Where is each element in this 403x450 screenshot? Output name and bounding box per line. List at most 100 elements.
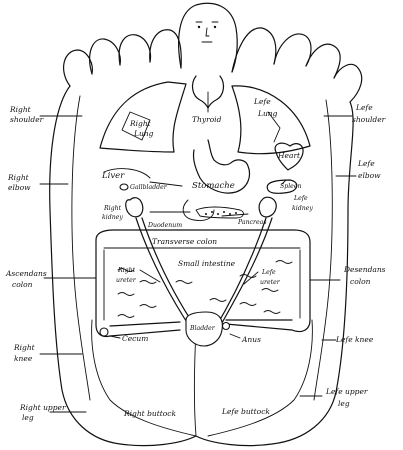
label-left-elbow-2: elbow xyxy=(358,171,381,180)
label-right-upper-leg-2: leg xyxy=(22,413,34,422)
toe-4-left-outline xyxy=(89,38,121,75)
label-left-upper-leg-1: Lefe upper xyxy=(325,387,368,396)
leader-stomach xyxy=(149,181,183,187)
toe-2-left-outline xyxy=(149,29,182,69)
label-right-kidney-1: Right xyxy=(103,205,122,212)
bladder-shape xyxy=(185,311,223,347)
left-kidney-shape xyxy=(258,196,277,218)
toe-3-right-outline xyxy=(273,33,312,67)
label-thyroid: Thyroid xyxy=(192,115,222,124)
lower-colon-left xyxy=(109,321,181,337)
toe-3-left-outline xyxy=(118,34,152,66)
label-cecum: Cecum xyxy=(122,334,148,343)
leader-right-ureter xyxy=(139,269,161,283)
right-ureter-line-a xyxy=(135,217,193,331)
left-lung-outline xyxy=(231,85,311,155)
label-left-lung-1: Lefe xyxy=(253,97,271,106)
label-left-ureter-2: ureter xyxy=(260,279,281,286)
stomach-shape xyxy=(192,139,251,194)
heel-line-right xyxy=(207,319,313,437)
toe-2-right-outline xyxy=(231,27,277,73)
cecum-shape xyxy=(99,327,109,337)
right-ureter-line-b xyxy=(141,217,197,329)
label-right-lung-1: Right xyxy=(129,119,152,128)
label-left-kidney-2: kidney xyxy=(292,205,313,212)
anus-shape xyxy=(221,321,231,331)
label-duodenum: Duodenum xyxy=(147,222,182,229)
label-right-ureter-1: Right xyxy=(117,267,136,274)
label-spleen: Spleen xyxy=(280,183,302,190)
nose xyxy=(205,27,210,37)
right-lung-mark xyxy=(121,111,151,141)
abdomen-region xyxy=(95,139,311,347)
left-eye xyxy=(197,25,201,29)
heel-center-line xyxy=(194,329,197,437)
heart-shape xyxy=(274,142,304,171)
label-right-elbow-2: elbow xyxy=(8,183,31,192)
label-small-intestine: Small intestine xyxy=(178,259,236,268)
label-descending-colon-1: Desendans xyxy=(343,265,386,274)
label-descending-colon-2: colon xyxy=(350,277,371,286)
inner-line-right xyxy=(313,99,333,401)
label-left-lung-2: Lung xyxy=(257,109,278,118)
gallbladder-shape xyxy=(119,183,129,191)
heel-line-left xyxy=(91,319,197,437)
leader-lines xyxy=(39,115,357,413)
label-stomach: Stomache xyxy=(192,181,235,191)
right-eye xyxy=(213,25,217,29)
label-right-shoulder-1: Right xyxy=(9,105,32,114)
lungs-region xyxy=(99,75,311,155)
leader-left-ureter xyxy=(243,271,259,285)
label-right-elbow-1: Right xyxy=(7,173,30,182)
pancreas-shape xyxy=(195,206,244,219)
label-ascending-colon-2: colon xyxy=(12,280,33,289)
label-right-lung-2: Lung xyxy=(133,129,154,138)
label-ascending-colon-1: Ascendans xyxy=(5,269,47,278)
toe-4-right-outline xyxy=(305,43,341,79)
toe-5-left-outline xyxy=(62,49,93,87)
foot-outline xyxy=(49,2,363,447)
labels: Right shoulder Lefe shoulder Right elbow… xyxy=(5,97,386,422)
left-lung-mark xyxy=(267,111,281,143)
label-right-buttock: Right buttock xyxy=(123,409,176,418)
label-left-knee: Lefe knee xyxy=(335,335,374,344)
toe-5-right-outline xyxy=(333,63,363,103)
leader-cecum xyxy=(109,335,121,339)
left-ureter-line-a xyxy=(213,217,267,331)
inner-line-left xyxy=(71,95,91,401)
right-kidney-shape xyxy=(125,197,144,218)
duodenum-shape xyxy=(182,199,215,221)
label-gallbladder: Gallbladder xyxy=(130,184,168,191)
ascending-colon-outer xyxy=(95,239,111,338)
label-right-shoulder-2: shoulder xyxy=(10,115,44,124)
label-left-elbow-1: Lefe xyxy=(357,159,375,168)
label-right-ureter-2: ureter xyxy=(116,277,137,284)
liver-outline xyxy=(103,168,151,179)
left-ureter-line-b xyxy=(217,217,273,331)
label-bladder: Bladder xyxy=(189,325,216,332)
label-anus: Anus xyxy=(241,335,261,344)
label-liver: Liver xyxy=(101,171,125,181)
label-right-knee-1: Right xyxy=(13,343,36,352)
label-left-shoulder-1: Lefe xyxy=(355,103,373,112)
leader-anus xyxy=(229,333,241,339)
face-sketch xyxy=(195,21,219,43)
label-left-buttock: Lefe buttock xyxy=(221,407,270,416)
pancreas-texture xyxy=(205,211,237,215)
label-right-upper-leg-1: Right upper xyxy=(19,403,66,412)
transverse-colon-outer xyxy=(95,229,311,243)
spleen-shape xyxy=(266,179,298,194)
leader-pancreas xyxy=(221,213,249,217)
leader-spleen xyxy=(281,179,287,185)
big-toe-outline xyxy=(178,2,238,73)
lower-colon-right xyxy=(225,319,293,331)
label-left-shoulder-2: shoulder xyxy=(352,115,386,124)
right-lung-outline xyxy=(99,81,187,153)
label-left-upper-leg-2: leg xyxy=(338,399,350,408)
label-right-kidney-2: kidney xyxy=(102,214,123,221)
label-left-kidney-1: Lefe xyxy=(293,195,308,202)
label-left-ureter-1: Lefe xyxy=(261,269,276,276)
label-right-knee-2: knee xyxy=(14,354,33,363)
